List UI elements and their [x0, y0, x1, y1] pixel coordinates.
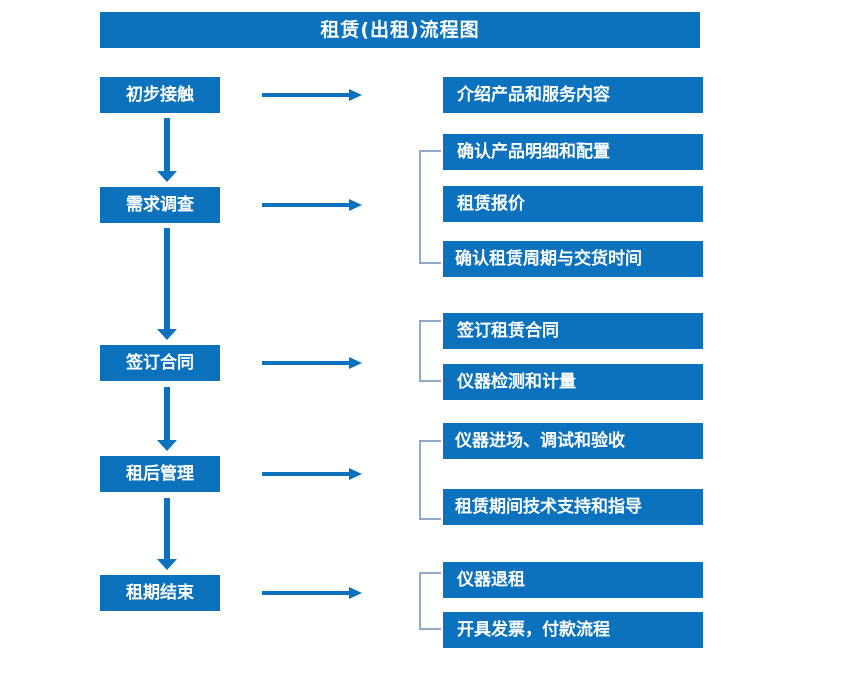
chart-title-bar: 租赁(出租)流程图 — [100, 12, 700, 48]
group-bracket-2 — [419, 150, 441, 264]
stage-box-1[interactable]: 初步接触 — [100, 77, 220, 113]
arrow-shaft — [262, 591, 350, 595]
down-arrow-1-to-2 — [157, 118, 177, 182]
stage-box-4[interactable]: 租后管理 — [100, 456, 220, 492]
arrow-head — [157, 440, 177, 451]
arrow-head — [349, 199, 362, 211]
arrow-shaft — [164, 118, 170, 171]
detail-label: 仪器退租 — [457, 569, 525, 590]
group-bracket-4 — [419, 440, 441, 520]
detail-box-1[interactable]: 介绍产品和服务内容 — [443, 77, 703, 113]
arrow-head — [349, 468, 362, 480]
arrow-shaft — [262, 361, 350, 365]
right-arrow-stage-5 — [262, 586, 362, 600]
right-arrow-stage-1 — [262, 88, 362, 102]
arrow-shaft — [262, 203, 350, 207]
detail-box-9[interactable]: 仪器退租 — [443, 562, 703, 598]
stage-box-2[interactable]: 需求调查 — [100, 187, 220, 223]
down-arrow-2-to-3 — [157, 228, 177, 340]
detail-label: 仪器检测和计量 — [457, 371, 576, 392]
detail-box-10[interactable]: 开具发票，付款流程 — [443, 612, 703, 648]
right-arrow-stage-3 — [262, 356, 362, 370]
detail-label: 租赁期间技术支持和指导 — [455, 496, 642, 517]
detail-label: 租赁报价 — [457, 193, 525, 214]
arrow-shaft — [262, 472, 350, 476]
arrow-head — [349, 357, 362, 369]
stage-label: 初步接触 — [126, 84, 194, 105]
arrow-head — [157, 559, 177, 570]
group-bracket-3 — [419, 320, 441, 382]
arrow-shaft — [164, 498, 170, 559]
arrow-head — [349, 587, 362, 599]
down-arrow-3-to-4 — [157, 387, 177, 451]
down-arrow-4-to-5 — [157, 498, 177, 570]
arrow-head — [157, 171, 177, 182]
stage-box-3[interactable]: 签订合同 — [100, 345, 220, 381]
detail-box-3[interactable]: 租赁报价 — [443, 186, 703, 222]
detail-box-6[interactable]: 仪器检测和计量 — [443, 364, 703, 400]
detail-label: 确认产品明细和配置 — [457, 141, 610, 162]
arrow-head — [349, 89, 362, 101]
stage-box-5[interactable]: 租期结束 — [100, 575, 220, 611]
detail-box-7[interactable]: 仪器进场、调试和验收 — [443, 423, 703, 459]
stage-label: 签订合同 — [126, 352, 194, 373]
arrow-shaft — [164, 387, 170, 440]
arrow-head — [157, 329, 177, 340]
detail-label: 签订租赁合同 — [457, 320, 559, 341]
detail-label: 仪器进场、调试和验收 — [455, 430, 625, 451]
stage-label: 租后管理 — [126, 463, 194, 484]
right-arrow-stage-2 — [262, 198, 362, 212]
detail-label: 确认租赁周期与交货时间 — [455, 248, 642, 269]
detail-box-4[interactable]: 确认租赁周期与交货时间 — [443, 241, 703, 277]
detail-box-2[interactable]: 确认产品明细和配置 — [443, 134, 703, 170]
detail-box-8[interactable]: 租赁期间技术支持和指导 — [443, 489, 703, 525]
detail-box-5[interactable]: 签订租赁合同 — [443, 313, 703, 349]
group-bracket-5 — [419, 572, 441, 630]
stage-label: 租期结束 — [126, 582, 194, 603]
stage-label: 需求调查 — [126, 194, 194, 215]
detail-label: 介绍产品和服务内容 — [457, 84, 610, 105]
arrow-shaft — [262, 93, 350, 97]
chart-title: 租赁(出租)流程图 — [320, 18, 480, 41]
detail-label: 开具发票，付款流程 — [457, 619, 610, 640]
right-arrow-stage-4 — [262, 467, 362, 481]
arrow-shaft — [164, 228, 170, 329]
